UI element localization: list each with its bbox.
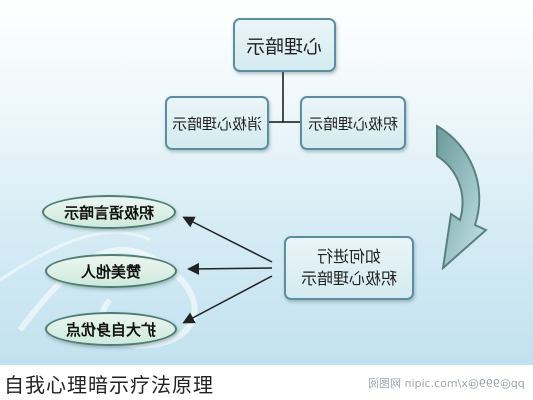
method-line-2: 积极心理暗示 — [300, 269, 397, 288]
outcome-praise-others: 赞美他人 — [45, 254, 177, 288]
outcome-positive-language: 积极语言暗示 — [42, 195, 176, 229]
arrow-to-outcome-3 — [182, 275, 273, 324]
method-node: 如何进行 积极心理暗示 — [284, 236, 414, 300]
positive-suggestion-node: 积极心理暗示 — [300, 96, 406, 150]
outcome-enlarge-strengths-label: 扩大自身优点 — [65, 320, 156, 339]
positive-suggestion-label: 积极心理暗示 — [307, 114, 398, 133]
caption-text: 自我心理暗示疗法原理 — [4, 373, 214, 397]
outcome-positive-language-label: 积极语言暗示 — [63, 203, 154, 222]
arrow-to-outcome-2 — [187, 262, 273, 275]
method-line-1: 如何进行 — [316, 247, 381, 266]
outcome-praise-others-label: 赞美他人 — [80, 262, 141, 281]
arrow-to-outcome-1 — [182, 216, 273, 263]
outcome-enlarge-strengths: 扩大自身优点 — [45, 312, 177, 346]
negative-suggestion-label: 消极心理暗示 — [171, 114, 262, 133]
diagram-canvas: 心理暗示 消极心理暗示 积极心理暗示 如何进行 积极心理暗示 积极语言暗示 赞美… — [0, 0, 533, 365]
negative-suggestion-node: 消极心理暗示 — [165, 96, 269, 150]
method-node-label: 如何进行 积极心理暗示 — [301, 246, 397, 290]
root-node: 心理暗示 — [233, 18, 336, 72]
curved-arrow — [436, 124, 488, 271]
decorative-swirl-2 — [0, 230, 151, 282]
watermark: pp@999@x/moɔ.ɔiqin 网图阅 — [368, 377, 525, 390]
caption-bar: 自我心理暗示疗法原理 pp@999@x/moɔ.ɔiqin 网图阅 — [0, 365, 533, 400]
root-node-label: 心理暗示 — [246, 35, 323, 58]
